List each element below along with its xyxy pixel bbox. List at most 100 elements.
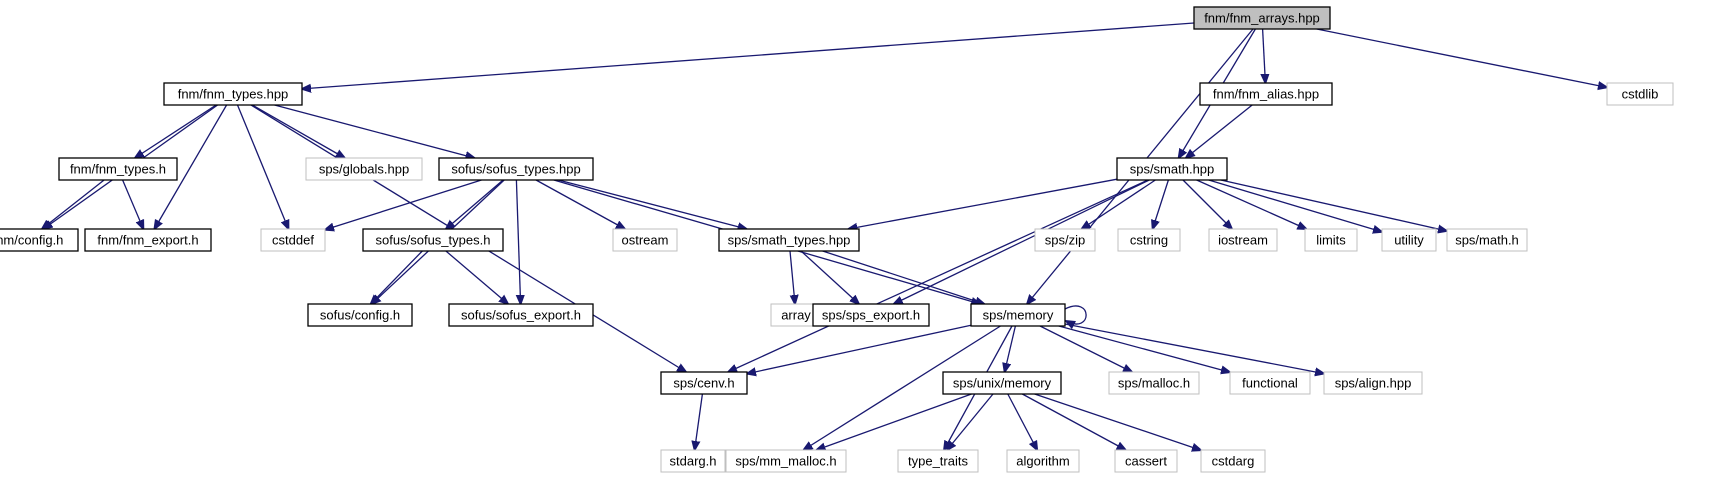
node-sofus-config[interactable]: sofus/config.h bbox=[307, 303, 413, 327]
edge-smath-to-smath_types bbox=[848, 178, 1118, 229]
node-box bbox=[1200, 449, 1266, 473]
node-sps-unix-memory[interactable]: sps/unix/memory bbox=[942, 371, 1062, 395]
node-limits: limits bbox=[1304, 228, 1358, 252]
edge-sps_unix_memory-to-cstdarg bbox=[1034, 393, 1201, 450]
node-label: sps/smath.hpp bbox=[1130, 162, 1215, 177]
node-box bbox=[1199, 82, 1333, 106]
node-box bbox=[725, 449, 847, 473]
edge-root-to-fnm_types_hpp bbox=[302, 22, 1195, 89]
edge-sps_unix_memory-to-cassert bbox=[1021, 393, 1125, 450]
node-box bbox=[163, 82, 303, 106]
node-sps-globals: sps/globals.hpp bbox=[305, 157, 423, 181]
edge-sps_unix_memory-to-mm_malloc bbox=[817, 393, 972, 450]
node-label: iostream bbox=[1218, 233, 1268, 248]
node-label: array bbox=[781, 308, 811, 323]
node-label: fnm/fnm_export.h bbox=[97, 233, 198, 248]
node-label: sofus/config.h bbox=[320, 308, 400, 323]
node-fnm-export[interactable]: fnm/fnm_export.h bbox=[84, 228, 212, 252]
edge-smath-to-cstring bbox=[1153, 179, 1170, 229]
node-label: cassert bbox=[1125, 454, 1167, 469]
node-fnm-types-h[interactable]: fnm/fnm_types.h bbox=[58, 157, 178, 181]
edge-sps_memory-to-sps_malloc bbox=[1039, 325, 1132, 372]
node-label: fnm/fnm_alias.hpp bbox=[1213, 87, 1319, 102]
node-label: sps/zip bbox=[1045, 233, 1085, 248]
node-label: sps/mm_malloc.h bbox=[735, 454, 836, 469]
node-box bbox=[448, 303, 594, 327]
edge-smath-to-sps_math bbox=[1220, 179, 1447, 231]
node-sofus-types-hpp[interactable]: sofus/sofus_types.hpp bbox=[438, 157, 594, 181]
edge-smath-to-sps_export bbox=[894, 179, 1150, 304]
node-label: sps/cenv.h bbox=[673, 376, 734, 391]
node-cstddef: cstddef bbox=[260, 228, 326, 252]
edge-fnm_types_h-to-fnm_export bbox=[122, 179, 144, 229]
edge-sps_memory-to-sps_unix_memory bbox=[1005, 325, 1017, 372]
node-label: cstddef bbox=[272, 233, 314, 248]
node-label: fnm/fnm_types.hpp bbox=[178, 87, 289, 102]
node-label: sofus/sofus_types.h bbox=[376, 233, 491, 248]
node-label: fnm/fnm_arrays.hpp bbox=[1204, 11, 1320, 26]
edge-fnm_types_hpp-to-sps_globals bbox=[251, 104, 345, 158]
node-box bbox=[660, 449, 726, 473]
node-box bbox=[1304, 228, 1358, 252]
node-smath-types[interactable]: sps/smath_types.hpp bbox=[718, 228, 860, 252]
edge-sps_memory-to-functional bbox=[1058, 325, 1230, 372]
edge-sps_memory-to-sps_cenv bbox=[747, 324, 972, 374]
node-box bbox=[1229, 371, 1311, 395]
edge-smath-to-limits bbox=[1196, 179, 1307, 229]
node-fnm-types-hpp[interactable]: fnm/fnm_types.hpp bbox=[163, 82, 303, 106]
edge-sps_unix_memory-to-algorithm bbox=[1007, 393, 1037, 450]
node-label: sps/align.hpp bbox=[1335, 376, 1412, 391]
node-label: sps/unix/memory bbox=[953, 376, 1052, 391]
edge-fnm_types_h-to-fnm_config bbox=[42, 179, 105, 229]
node-fnm-config[interactable]: fnm/config.h bbox=[0, 228, 79, 252]
node-sps-zip: sps/zip bbox=[1034, 228, 1096, 252]
node-label: algorithm bbox=[1016, 454, 1069, 469]
node-box bbox=[1606, 82, 1674, 106]
node-label: functional bbox=[1242, 376, 1298, 391]
node-box bbox=[438, 157, 594, 181]
node-cassert: cassert bbox=[1114, 449, 1178, 473]
node-sps-memory[interactable]: sps/memory bbox=[970, 303, 1066, 327]
node-sps-math: sps/math.h bbox=[1446, 228, 1528, 252]
node-box bbox=[812, 303, 930, 327]
node-label: sps/sps_export.h bbox=[822, 308, 920, 323]
edge-smath_types-to-sps_export bbox=[800, 250, 859, 304]
node-label: stdarg.h bbox=[670, 454, 717, 469]
node-box bbox=[1108, 371, 1200, 395]
node-algorithm: algorithm bbox=[1006, 449, 1080, 473]
edge-smath_types-to-array bbox=[789, 250, 795, 304]
node-label: sps/smath_types.hpp bbox=[728, 233, 851, 248]
node-box bbox=[362, 228, 504, 252]
node-box bbox=[1193, 6, 1331, 30]
node-label: sps/globals.hpp bbox=[319, 162, 409, 177]
node-label: fnm/fnm_types.h bbox=[70, 162, 166, 177]
edge-sps_cenv-to-stdarg bbox=[695, 393, 704, 450]
node-box bbox=[1006, 449, 1080, 473]
node-box bbox=[897, 449, 979, 473]
node-label: cstring bbox=[1130, 233, 1168, 248]
node-box bbox=[1446, 228, 1528, 252]
node-sps-export[interactable]: sps/sps_export.h bbox=[812, 303, 930, 327]
node-box bbox=[942, 371, 1062, 395]
node-label: sps/malloc.h bbox=[1118, 376, 1190, 391]
node-sps-malloc: sps/malloc.h bbox=[1108, 371, 1200, 395]
node-sps-align: sps/align.hpp bbox=[1323, 371, 1423, 395]
node-label: limits bbox=[1316, 233, 1346, 248]
node-sofus-export[interactable]: sofus/sofus_export.h bbox=[448, 303, 594, 327]
edge-smath_types-to-sps_memory bbox=[822, 250, 985, 304]
edge-smath-to-utility bbox=[1208, 179, 1382, 232]
edge-root-to-fnm_alias bbox=[1263, 28, 1266, 83]
edge-sps_memory-to-sps_align bbox=[1064, 323, 1324, 374]
node-box bbox=[1116, 157, 1228, 181]
node-stdarg: stdarg.h bbox=[660, 449, 726, 473]
node-box bbox=[1117, 228, 1181, 252]
node-iostream: iostream bbox=[1208, 228, 1278, 252]
edge-root-to-cstdlib bbox=[1316, 28, 1607, 87]
node-sps-cenv[interactable]: sps/cenv.h bbox=[660, 371, 748, 395]
node-smath[interactable]: sps/smath.hpp bbox=[1116, 157, 1228, 181]
node-sofus-types-h[interactable]: sofus/sofus_types.h bbox=[362, 228, 504, 252]
node-fnm-alias[interactable]: fnm/fnm_alias.hpp bbox=[1199, 82, 1333, 106]
node-label: utility bbox=[1394, 233, 1424, 248]
node-box bbox=[305, 157, 423, 181]
